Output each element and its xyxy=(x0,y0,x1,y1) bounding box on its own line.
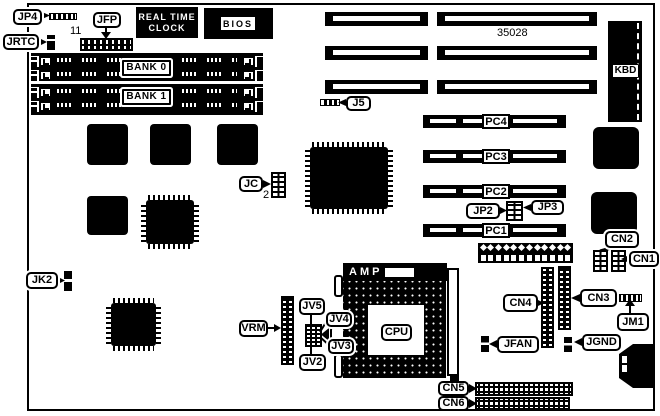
pci-slot-pc3: PC3 xyxy=(423,149,566,164)
connector-label-cn2: CN2 xyxy=(605,231,639,248)
cn2-header xyxy=(593,250,608,272)
jv-connector xyxy=(305,324,322,347)
rtc-chip-text-line2: CLOCK xyxy=(148,22,186,33)
isa-slot-1-right xyxy=(437,12,597,26)
vrm-header xyxy=(281,296,294,365)
cn4-header xyxy=(541,267,554,348)
jm1-connector xyxy=(619,294,642,302)
board-outline xyxy=(27,3,655,411)
chip-qfp-1 xyxy=(141,195,199,249)
chip-row1-2 xyxy=(150,124,191,165)
isa-slot-2-right xyxy=(437,46,597,60)
jumper-label-jk2: JK2 xyxy=(26,272,58,289)
isa-slot-2-left xyxy=(325,46,428,60)
connector-label-vrm: VRM xyxy=(239,320,268,337)
amp-white-box xyxy=(385,267,415,277)
jc-pin-label: 2 xyxy=(263,189,270,201)
isa-slot-3-right xyxy=(437,80,597,94)
rear-connector-notch-1 xyxy=(622,356,627,363)
bios-chip: BIOS xyxy=(204,8,273,39)
jumper-label-jp2: JP2 xyxy=(466,203,500,219)
pci-slot-pc3-label: PC3 xyxy=(482,149,510,164)
cpu-socket-tab-3 xyxy=(334,354,343,378)
cn3-header xyxy=(558,266,571,330)
chipset-qfp xyxy=(305,142,393,214)
rear-connector-notch-2 xyxy=(622,365,627,372)
pci-slot-pc1: PC1 xyxy=(423,223,566,238)
cpu-socket-lever-foot xyxy=(450,376,459,382)
cpu-socket-amp-bar: AMP xyxy=(343,263,447,281)
j5-connector xyxy=(320,99,340,106)
cn6-connector xyxy=(475,397,570,410)
jgnd-component xyxy=(564,337,572,352)
memory-bank0-label: BANK 0 xyxy=(122,60,171,76)
pci-slot-pc2-label: PC2 xyxy=(482,184,510,199)
jumper-label-jv2: JV2 xyxy=(299,354,326,371)
isa-slot-1-left xyxy=(325,12,428,26)
cpu-label: CPU xyxy=(381,324,412,341)
simm-bottom-rail xyxy=(31,112,263,115)
jfp-pin1-label: 11 xyxy=(70,25,82,37)
jfan-component xyxy=(481,336,489,352)
jfp-connector xyxy=(80,38,133,51)
connector-label-cn5: CN5 xyxy=(438,381,469,396)
jumper-label-j5: J5 xyxy=(346,96,371,111)
pci-slot-pc4: PC4 xyxy=(423,114,566,129)
jumper-label-jfan: JFAN xyxy=(497,336,539,353)
bios-chip-label: BIOS xyxy=(221,17,255,30)
pci-slot-pc2: PC2 xyxy=(423,184,566,199)
power-connector-pins-row xyxy=(478,243,573,252)
rear-power-connector xyxy=(619,344,655,388)
jumper-label-jv3: JV3 xyxy=(328,339,354,354)
jk2-component xyxy=(64,271,72,291)
kbd-label: KBD xyxy=(612,64,639,78)
rtc-chip: REAL TIME CLOCK xyxy=(136,7,198,38)
cpu-socket-lever xyxy=(447,268,459,376)
isa-slot-3-left xyxy=(325,80,428,94)
chip-qfp-2 xyxy=(106,298,161,351)
power-connector xyxy=(478,243,573,263)
chip-right-2 xyxy=(591,192,637,234)
pci-slot-pc1-label: PC1 xyxy=(482,223,510,238)
jp4-connector xyxy=(49,13,77,20)
jumper-label-jv5: JV5 xyxy=(299,298,325,315)
cn5-connector xyxy=(475,382,573,396)
rtc-chip-text-line1: REAL TIME xyxy=(138,11,196,22)
cpu-socket-tab-1 xyxy=(334,275,343,297)
jumper-label-jc: JC xyxy=(239,176,263,192)
jumper-label-jfp: JFP xyxy=(93,12,121,28)
jumper-label-jp4: JP4 xyxy=(13,9,42,25)
connector-label-cn3: CN3 xyxy=(580,289,617,307)
connector-label-cn1: CN1 xyxy=(629,251,659,267)
jumper-label-jv4: JV4 xyxy=(326,312,352,327)
connector-label-cn4: CN4 xyxy=(503,294,538,312)
jumper-label-jm1: JM1 xyxy=(617,313,649,331)
board-part-number: 35028 xyxy=(497,27,528,39)
cn1-header xyxy=(611,250,626,272)
chip-row2-1 xyxy=(87,196,128,235)
jp2-jp3-connector xyxy=(506,201,523,221)
jumper-label-jp3: JP3 xyxy=(531,200,564,215)
connector-label-cn6: CN6 xyxy=(438,396,469,411)
jumper-label-jrtc: JRTC xyxy=(3,34,39,50)
pci-slot-pc4-label: PC4 xyxy=(482,114,510,129)
chip-right-1 xyxy=(593,127,639,169)
power-connector-sockets-row xyxy=(478,252,573,263)
chip-row1-1 xyxy=(87,124,128,165)
jrtc-component xyxy=(47,35,55,50)
amp-text: AMP xyxy=(349,266,383,278)
memory-bank1-label: BANK 1 xyxy=(122,89,171,105)
jumper-label-jgnd: JGND xyxy=(582,334,621,351)
jc-connector xyxy=(271,172,286,198)
chip-row1-3 xyxy=(217,124,258,165)
